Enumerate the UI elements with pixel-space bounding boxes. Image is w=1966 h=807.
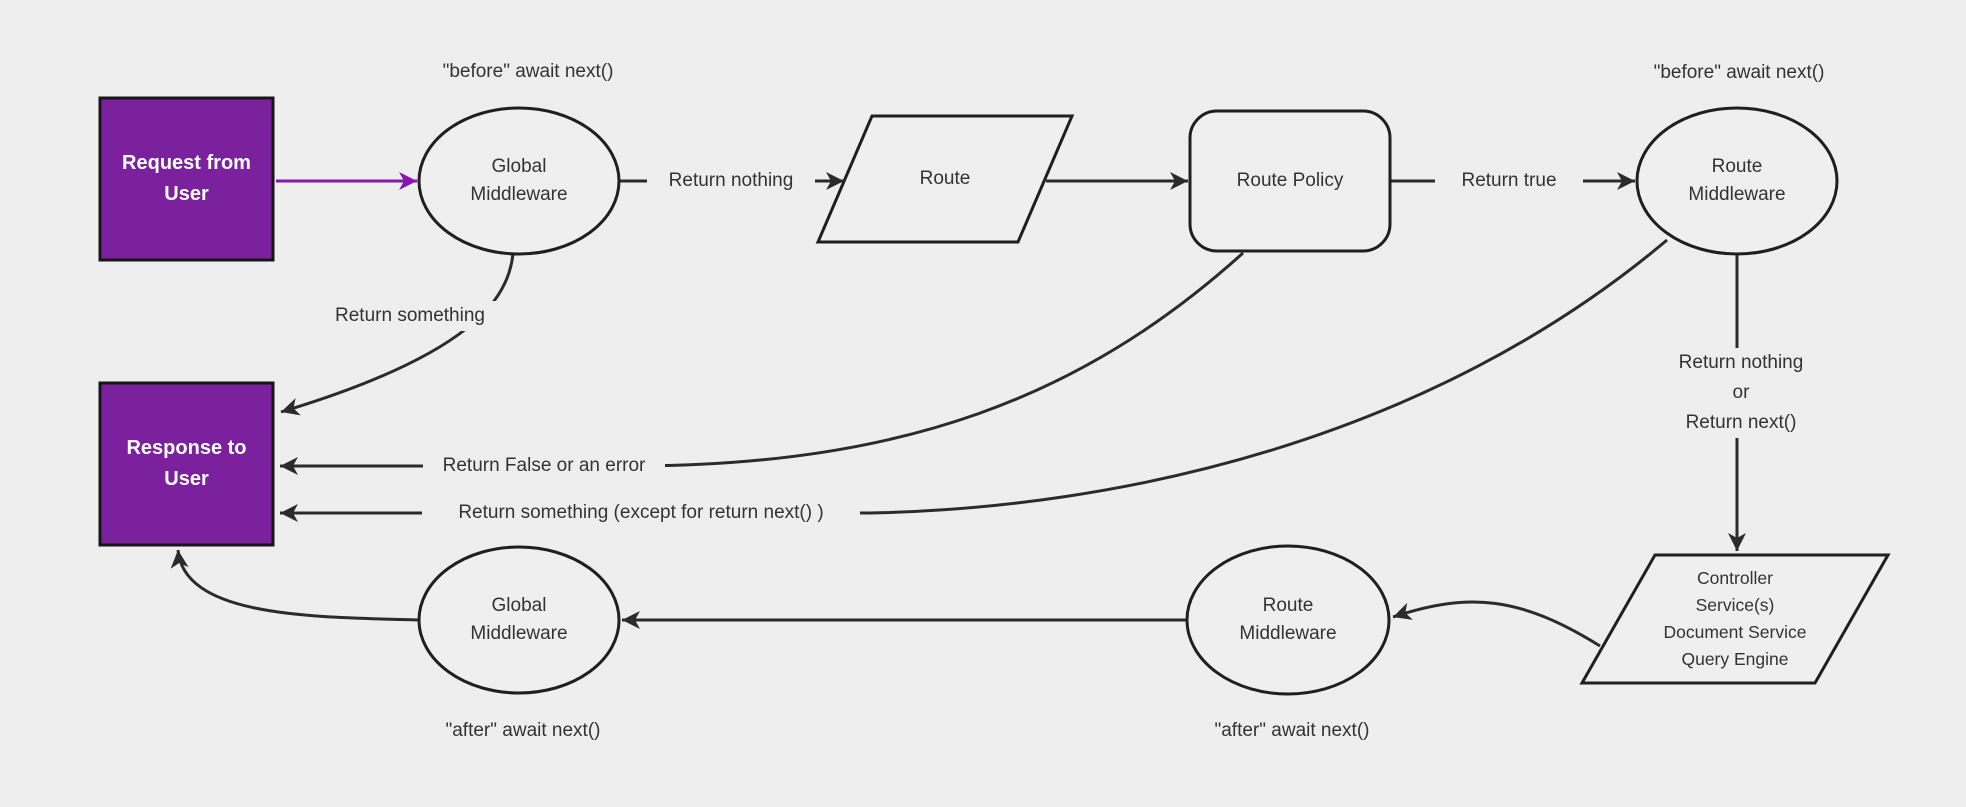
before-await-next-left-label: "before" await next() <box>374 57 682 87</box>
response-to-user-box <box>98 381 275 547</box>
request-from-user-box <box>98 96 275 262</box>
route-parallelogram <box>815 114 1075 244</box>
global-middleware-bottom-ellipse <box>417 545 621 695</box>
global-middleware-top-ellipse <box>417 106 621 256</box>
return-something-label: Return something <box>321 301 499 331</box>
route-middleware-bottom-ellipse <box>1185 544 1391 696</box>
edge-route-policy-to-response <box>280 251 1245 475</box>
before-await-next-right-label: "before" await next() <box>1585 58 1893 88</box>
after-await-next-right-label: "after" await next() <box>1138 716 1446 746</box>
return-nothing-or-next-label: Return nothing or Return next() <box>1637 348 1845 438</box>
return-nothing-label: Return nothing <box>647 166 815 196</box>
route-policy-box <box>1188 109 1392 253</box>
edge-global-middleware-to-response <box>280 253 515 416</box>
edge-controller-to-route-middleware-bottom <box>1392 600 1601 648</box>
edge-route-middleware-to-response <box>280 238 1668 522</box>
controller-parallelogram <box>1579 553 1891 685</box>
return-something-except-label: Return something (except for return next… <box>422 498 860 528</box>
return-false-or-error-label: Return False or an error <box>423 451 665 481</box>
route-middleware-top-ellipse <box>1635 106 1839 256</box>
return-true-label: Return true <box>1435 166 1583 196</box>
edge-global-middleware-bottom-to-response <box>170 549 420 622</box>
after-await-next-left-label: "after" await next() <box>369 716 677 746</box>
